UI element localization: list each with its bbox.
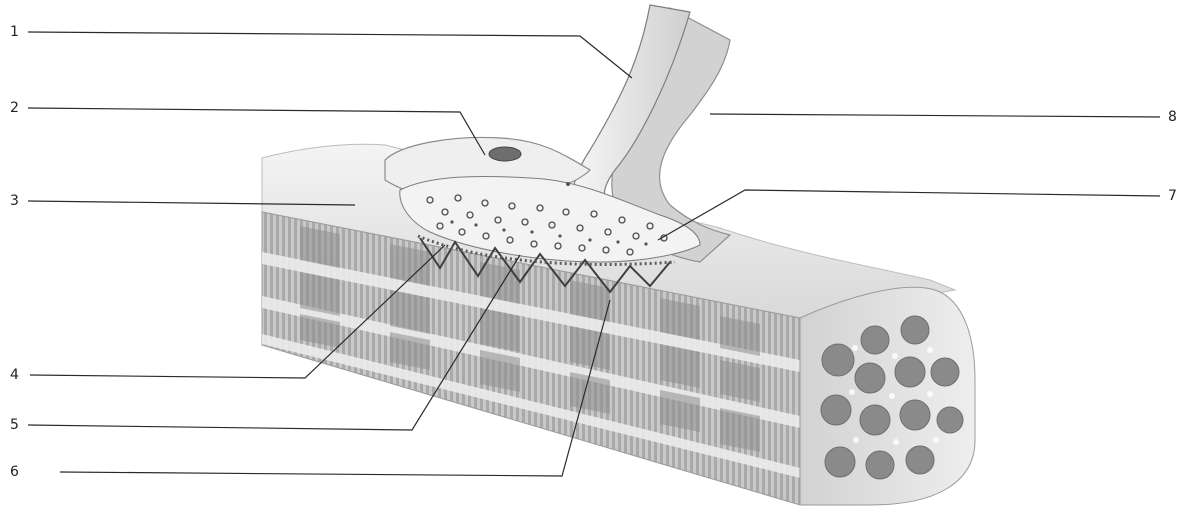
label-1: 1 <box>10 24 19 40</box>
label-6: 6 <box>10 464 19 480</box>
schwann-cell-nucleus <box>489 147 521 161</box>
label-5: 5 <box>10 417 19 433</box>
label-3: 3 <box>10 193 19 209</box>
leader-line-1 <box>28 32 632 78</box>
label-4: 4 <box>10 367 19 383</box>
leader-line-8 <box>710 114 1160 117</box>
label-7: 7 <box>1168 188 1177 204</box>
label-2: 2 <box>10 100 19 116</box>
label-8: 8 <box>1168 109 1177 125</box>
